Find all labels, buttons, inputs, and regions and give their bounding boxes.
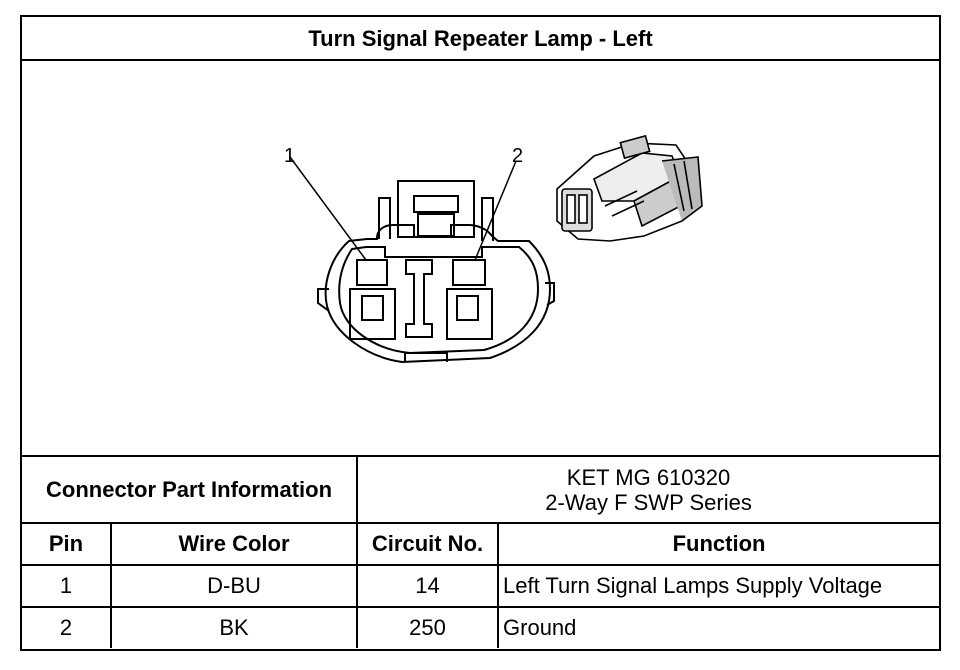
header-circuit-no: Circuit No.	[356, 522, 500, 566]
circuit-cell: 14	[356, 564, 500, 608]
callout-1: 1	[284, 145, 295, 167]
wire-color-cell: D-BU	[109, 564, 359, 608]
callout-2: 2	[512, 145, 523, 167]
connector-sheet: Turn Signal Repeater Lamp - Left	[20, 15, 941, 651]
page-title: Turn Signal Repeater Lamp - Left	[22, 17, 939, 61]
wire-color-cell: BK	[109, 606, 359, 648]
header-wire-color: Wire Color	[109, 522, 359, 566]
function-cell: Left Turn Signal Lamps Supply Voltage	[497, 564, 940, 608]
header-function: Function	[497, 522, 940, 566]
connector-part-info: KET MG 610320 2-Way F SWP Series	[356, 455, 940, 524]
table-row: 1 D-BU 14 Left Turn Signal Lamps Supply …	[22, 564, 940, 608]
pin-cell: 2	[22, 606, 112, 648]
connector-diagram: 1 2	[22, 61, 939, 455]
connector-part-number: KET MG 610320	[566, 464, 731, 490]
pin-cell: 1	[22, 564, 112, 608]
connector-face-icon: 1 2	[284, 134, 703, 364]
connector-part-info-label: Connector Part Information	[22, 455, 359, 524]
table-row: 2 BK 250 Ground	[22, 606, 940, 648]
connector-photo-icon	[556, 134, 703, 242]
function-cell: Ground	[497, 606, 940, 648]
connector-table: Connector Part Information KET MG 610320…	[22, 455, 940, 648]
circuit-cell: 250	[356, 606, 500, 648]
connector-series: 2-Way F SWP Series	[545, 489, 752, 515]
header-pin: Pin	[22, 522, 112, 566]
